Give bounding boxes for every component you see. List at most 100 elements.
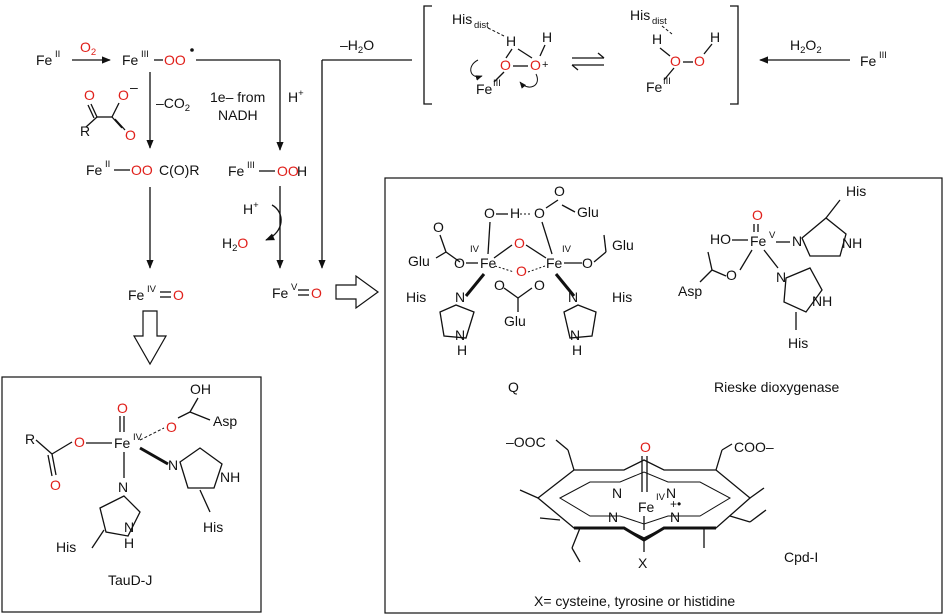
svg-text:His: His bbox=[406, 289, 426, 305]
cpd1-caption: Cpd-I bbox=[784, 549, 818, 565]
svg-text:X: X bbox=[638, 555, 648, 571]
cpd1-structure: O N N N N Fe IV +• X –OOC COO– bbox=[506, 434, 774, 571]
hollow-arrow-down bbox=[132, 310, 168, 366]
svg-text:COO–: COO– bbox=[734, 439, 774, 455]
svg-text:Fe: Fe bbox=[476, 81, 493, 97]
svg-text:IV: IV bbox=[147, 284, 157, 295]
svg-text:N: N bbox=[612, 485, 622, 501]
svg-text:NH: NH bbox=[842, 235, 862, 251]
svg-text:III: III bbox=[663, 76, 671, 87]
svg-text:O: O bbox=[311, 285, 322, 301]
nadh-label-2: NADH bbox=[218, 107, 258, 123]
rieske-caption: Rieske dioxygenase bbox=[714, 379, 840, 395]
svg-text:OO: OO bbox=[131, 162, 153, 178]
bracket-right bbox=[730, 5, 739, 105]
svg-text:O: O bbox=[84, 87, 95, 103]
svg-text:O: O bbox=[534, 205, 545, 221]
svg-text:Fe: Fe bbox=[122, 52, 139, 68]
svg-text:O: O bbox=[534, 277, 545, 293]
minus-water-label: –H2O bbox=[340, 37, 374, 56]
svg-text:OO: OO bbox=[164, 52, 186, 68]
svg-text:N: N bbox=[455, 289, 465, 305]
svg-text:O: O bbox=[433, 219, 444, 235]
q-caption: Q bbox=[508, 379, 519, 395]
svg-text:Fe: Fe bbox=[228, 163, 245, 179]
svg-text:Glu: Glu bbox=[612, 237, 634, 253]
svg-text:H: H bbox=[506, 33, 516, 49]
svg-text:O: O bbox=[554, 183, 565, 199]
svg-text:H: H bbox=[124, 535, 134, 551]
svg-text:His: His bbox=[630, 7, 650, 23]
svg-text:O: O bbox=[74, 434, 85, 450]
fe2-peroxo-ester: Fe II OO C(O)R bbox=[86, 159, 199, 178]
svg-text:O: O bbox=[500, 57, 511, 73]
svg-text:NH: NH bbox=[220, 469, 240, 485]
svg-text:NH: NH bbox=[812, 293, 832, 309]
svg-text:O: O bbox=[752, 207, 763, 223]
svg-text:His: His bbox=[788, 335, 808, 351]
fe4-oxo: Fe IV O bbox=[128, 284, 184, 303]
svg-text:N: N bbox=[118, 479, 128, 495]
svg-text:Fe: Fe bbox=[114, 435, 131, 451]
q-structure: Fe IV Fe IV O O O H O O Glu Glu O O O Gl… bbox=[406, 183, 634, 358]
svg-text:R: R bbox=[25, 431, 35, 447]
bracket-species-2: His dist H O O H Fe III bbox=[630, 7, 720, 95]
svg-text:–: – bbox=[130, 79, 138, 95]
svg-text:O: O bbox=[514, 235, 525, 251]
svg-text:His: His bbox=[56, 539, 76, 555]
equilibrium-arrows bbox=[571, 52, 605, 71]
svg-text:N: N bbox=[124, 519, 134, 535]
svg-text:II: II bbox=[105, 159, 110, 170]
svg-text:dist: dist bbox=[474, 20, 489, 31]
svg-text:–OOC: –OOC bbox=[506, 434, 546, 450]
svg-text:O: O bbox=[494, 277, 505, 293]
svg-text:N: N bbox=[776, 269, 786, 285]
svg-text:N: N bbox=[455, 327, 465, 343]
svg-text:His: His bbox=[846, 183, 866, 199]
svg-text:N: N bbox=[670, 509, 680, 525]
svg-text:O: O bbox=[640, 439, 651, 455]
rieske-structure: O HO Fe V N NH His O Asp N NH His bbox=[678, 183, 866, 351]
fe2-label: Fe II bbox=[36, 49, 60, 68]
bracket-species-1: His dist H H O O + Fe III bbox=[452, 11, 552, 97]
svg-text:Fe: Fe bbox=[36, 52, 53, 68]
taudj-box bbox=[1, 376, 262, 613]
svg-text:H: H bbox=[572, 342, 582, 358]
models-box bbox=[384, 177, 943, 614]
svg-text:N: N bbox=[666, 485, 676, 501]
svg-text:IV: IV bbox=[470, 244, 480, 255]
taudj-structure: O Fe IV R O O OH Asp O N His N H N NH bbox=[25, 381, 240, 555]
co2-label: –CO2 bbox=[156, 95, 190, 114]
svg-text:Fe: Fe bbox=[272, 285, 289, 301]
svg-text:O: O bbox=[454, 255, 465, 271]
svg-text:HO: HO bbox=[710, 231, 731, 247]
svg-text:V: V bbox=[769, 230, 776, 241]
svg-text:Fe: Fe bbox=[86, 162, 103, 178]
svg-text:Fe: Fe bbox=[480, 255, 497, 271]
svg-text:H: H bbox=[457, 342, 467, 358]
svg-text:N: N bbox=[608, 509, 618, 525]
svg-text:H: H bbox=[652, 31, 662, 47]
taudj-caption: TauD-J bbox=[108, 572, 152, 588]
svg-text:Fe: Fe bbox=[638, 499, 655, 515]
svg-text:O: O bbox=[530, 57, 541, 73]
svg-text:Asp: Asp bbox=[678, 283, 702, 299]
svg-text:IV: IV bbox=[133, 432, 143, 443]
hollow-arrow-right bbox=[335, 274, 380, 310]
svg-text:H: H bbox=[710, 29, 720, 45]
svg-text:Fe: Fe bbox=[546, 255, 563, 271]
svg-text:O: O bbox=[670, 53, 681, 69]
svg-text:H: H bbox=[510, 205, 520, 221]
svg-text:N: N bbox=[168, 457, 178, 473]
svg-text:N: N bbox=[568, 289, 578, 305]
svg-text:Glu: Glu bbox=[577, 204, 599, 220]
fe3-hydroperoxo: Fe III OO H bbox=[228, 160, 307, 179]
svg-text:N: N bbox=[570, 327, 580, 343]
svg-text:O: O bbox=[694, 53, 705, 69]
svg-text:O: O bbox=[118, 87, 129, 103]
svg-text:O: O bbox=[582, 255, 593, 271]
svg-text:O: O bbox=[50, 477, 61, 493]
svg-text:N: N bbox=[792, 233, 802, 249]
water-label: H2O bbox=[222, 235, 248, 254]
